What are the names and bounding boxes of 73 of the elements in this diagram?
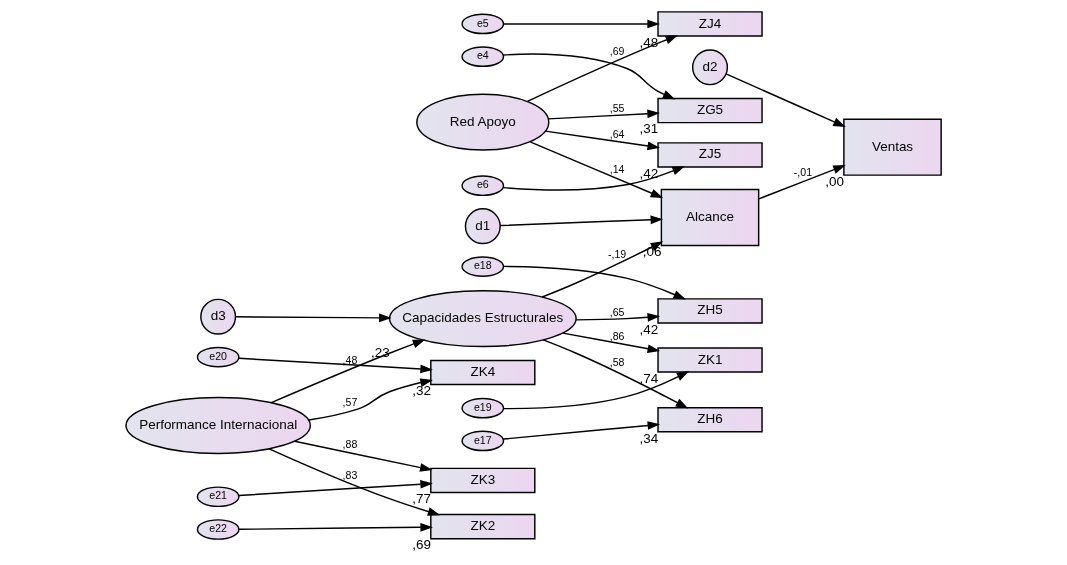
arrow — [544, 130, 660, 151]
edge-label: ,55 — [609, 102, 625, 115]
arrow — [238, 479, 433, 497]
node-label: ,00 — [825, 173, 845, 189]
node-label: ,77 — [412, 491, 432, 507]
node-ellipse: Red Apoyo — [416, 93, 550, 151]
arrow — [562, 332, 661, 354]
node-box: Alcance — [660, 188, 760, 247]
node-ellipse: e5 — [461, 13, 505, 35]
arrow — [234, 313, 392, 323]
arrow — [526, 35, 679, 103]
node-ellipse: e21 — [196, 486, 240, 508]
node-circle: d3 — [200, 298, 237, 335]
node-circle: d1 — [464, 208, 501, 245]
node-ellipse: e19 — [461, 397, 505, 419]
arrow — [499, 215, 664, 227]
node-ellipse: e20 — [196, 346, 240, 368]
arrow — [758, 165, 846, 200]
arrow — [502, 421, 661, 440]
edge-label: ,14 — [609, 163, 625, 176]
node-box: ZJ5 — [657, 142, 763, 168]
node-ellipse: e6 — [461, 175, 505, 197]
arrow — [270, 339, 426, 404]
edge-label: ,88 — [342, 438, 358, 451]
node-label: ,32 — [412, 383, 432, 399]
node-label: ,42 — [639, 321, 659, 337]
node-box: Ventas — [843, 118, 942, 176]
arrow — [725, 73, 846, 127]
node-ellipse: e22 — [196, 519, 240, 540]
arrow — [541, 241, 664, 298]
node-circle: d2 — [691, 49, 729, 86]
arrow — [503, 371, 690, 410]
arrow — [308, 378, 433, 421]
node-label: ,69 — [412, 537, 432, 553]
arrow — [502, 53, 676, 100]
arrow — [502, 166, 685, 191]
node-label: ,34 — [639, 430, 659, 446]
edge-label: ,48 — [342, 353, 358, 366]
edge-label: ,57 — [342, 396, 358, 409]
node-box: ZH5 — [657, 298, 763, 324]
arrow — [575, 312, 661, 322]
node-label: ,48 — [639, 34, 659, 50]
node-label: ,31 — [639, 121, 659, 137]
node-label: ,42 — [639, 165, 659, 181]
edge-label: ,64 — [609, 128, 625, 141]
arrow — [268, 448, 441, 516]
arrow — [294, 440, 433, 472]
node-ellipse: Performance Internacional — [125, 396, 312, 455]
edge-label: -,19 — [607, 247, 627, 260]
edge-label: ,65 — [609, 305, 625, 318]
arrow — [238, 522, 433, 532]
edge-label: ,83 — [342, 469, 358, 482]
edge-label: ,58 — [609, 355, 625, 368]
arrow — [503, 265, 686, 300]
node-box: ZG5 — [657, 97, 763, 124]
node-box: ZK1 — [657, 347, 763, 373]
node-box: ZK3 — [430, 467, 536, 494]
node-label: ,74 — [639, 370, 659, 386]
arrow — [503, 19, 660, 29]
arrow — [542, 339, 689, 409]
arrow — [238, 357, 433, 374]
edge-label: -,01 — [793, 165, 813, 178]
arrow — [547, 109, 660, 120]
node-box: ZK4 — [430, 359, 536, 386]
edge-label: ,86 — [609, 329, 625, 342]
node-box: ZH6 — [657, 406, 763, 433]
node-box: ZJ4 — [657, 11, 763, 37]
node-box: ZK2 — [430, 513, 536, 540]
node-ellipse: e18 — [461, 256, 505, 277]
node-ellipse: e17 — [461, 430, 505, 452]
arrow — [529, 141, 664, 199]
node-ellipse: e4 — [461, 46, 505, 68]
edge-label: ,69 — [609, 44, 625, 57]
